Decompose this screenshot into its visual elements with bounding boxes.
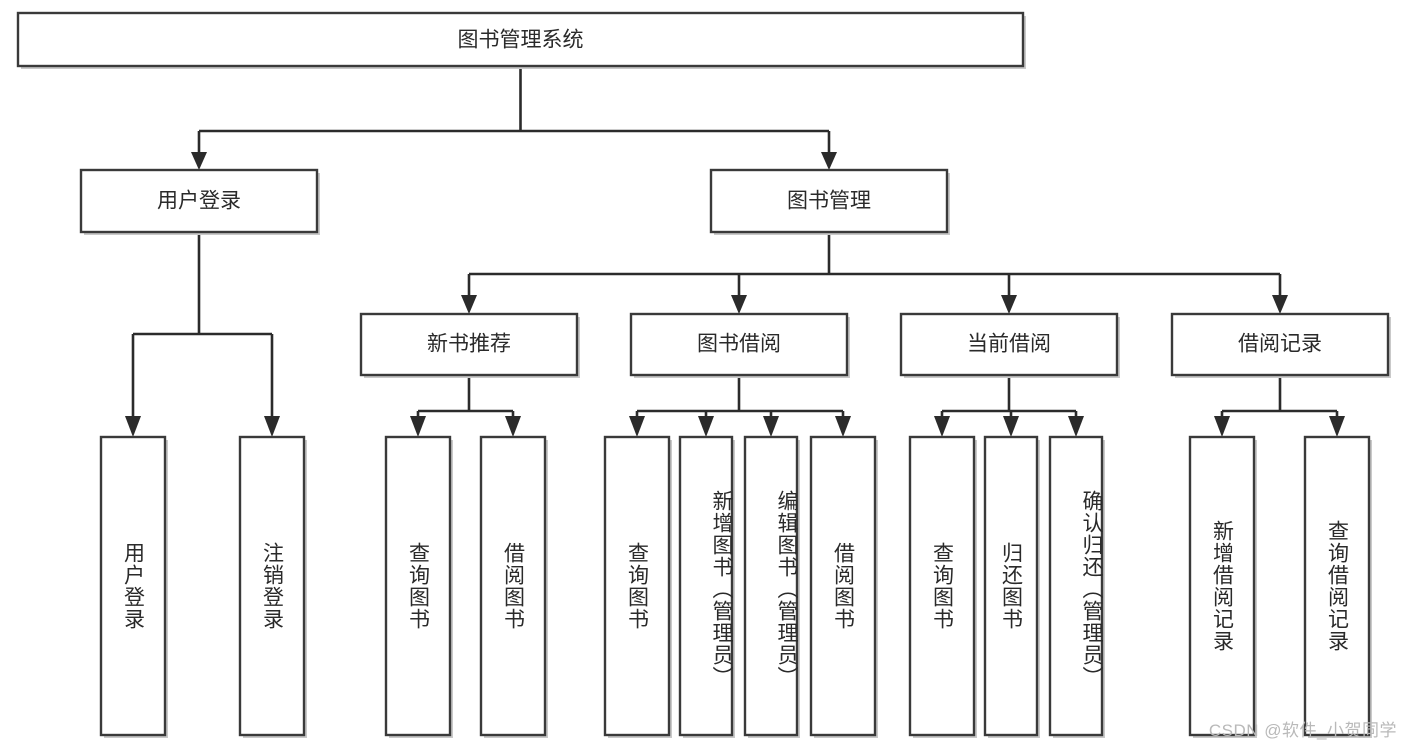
node-layer: 图书管理系统 用户登录 图书管理 新书推荐 图书借阅 当前借阅 借阅记录 bbox=[16, 11, 1391, 738]
node-label-root: 图书管理系统 bbox=[458, 29, 584, 52]
arrow-head-leaf-query-book-1 bbox=[410, 416, 426, 437]
node-box-book-borrow[interactable] bbox=[629, 312, 849, 377]
leaf-box-logout[interactable] bbox=[238, 435, 306, 737]
arrow-head-leaf-edit-book bbox=[763, 416, 779, 437]
leaf-box-query-book-3[interactable] bbox=[908, 435, 976, 737]
arrow-head-leaf-return-book bbox=[1003, 416, 1019, 437]
leaf-box-add-record[interactable] bbox=[1188, 435, 1256, 737]
arrow-head-current-borrow bbox=[1001, 295, 1017, 314]
leaf-box-borrow-book-1[interactable] bbox=[479, 435, 547, 737]
node-box-user-login[interactable] bbox=[79, 168, 319, 234]
arrow-head-user-login bbox=[191, 152, 207, 170]
node-box-book-manage[interactable] bbox=[709, 168, 949, 234]
node-label-user-login: 用户登录 bbox=[157, 190, 241, 213]
arrow-head-book-manage bbox=[821, 152, 837, 170]
csdn-watermark: CSDN @软件_小贺同学 bbox=[1208, 721, 1397, 740]
arrow-head-new-book-recommend bbox=[461, 295, 477, 314]
node-box-borrow-record[interactable] bbox=[1170, 312, 1390, 377]
node-label-borrow-record: 借阅记录 bbox=[1238, 333, 1322, 356]
leaf-box-query-book-2[interactable] bbox=[603, 435, 671, 737]
node-box-new-book-recommend[interactable] bbox=[359, 312, 579, 377]
arrow-head-leaf-logout bbox=[264, 416, 280, 437]
leaf-box-query-book-1[interactable] bbox=[384, 435, 452, 737]
arrow-head-leaf-user-login bbox=[125, 416, 141, 437]
arrow-head-leaf-borrow-book-2 bbox=[835, 416, 851, 437]
arrow-head-leaf-query-book-2 bbox=[629, 416, 645, 437]
arrow-head-leaf-add-book bbox=[698, 416, 714, 437]
arrow-head-leaf-query-book-3 bbox=[934, 416, 950, 437]
arrow-head-leaf-borrow-book-1 bbox=[505, 416, 521, 437]
leaf-box-return-book[interactable] bbox=[983, 435, 1039, 737]
connector-layer bbox=[125, 66, 1345, 437]
leaf-box-edit-book[interactable] bbox=[743, 435, 799, 737]
arrow-head-leaf-add-record bbox=[1214, 416, 1230, 437]
arrow-head-leaf-confirm-return bbox=[1068, 416, 1084, 437]
node-label-new-book-recommend: 新书推荐 bbox=[427, 333, 511, 356]
leaf-box-confirm-return[interactable] bbox=[1048, 435, 1104, 737]
node-box-root[interactable] bbox=[16, 11, 1025, 68]
leaf-box-add-book[interactable] bbox=[678, 435, 734, 737]
leaf-box-layer bbox=[99, 435, 1372, 738]
node-box-current-borrow[interactable] bbox=[899, 312, 1119, 377]
arrow-head-book-borrow bbox=[731, 295, 747, 314]
node-label-current-borrow: 当前借阅 bbox=[967, 333, 1051, 356]
node-label-book-manage: 图书管理 bbox=[787, 190, 871, 213]
arrow-head-borrow-record bbox=[1272, 295, 1288, 314]
leaf-box-query-record[interactable] bbox=[1303, 435, 1371, 737]
node-label-book-borrow: 图书借阅 bbox=[697, 333, 781, 356]
leaf-box-user-login[interactable] bbox=[99, 435, 167, 737]
leaf-box-borrow-book-2[interactable] bbox=[809, 435, 877, 737]
arrow-head-leaf-query-record bbox=[1329, 416, 1345, 437]
